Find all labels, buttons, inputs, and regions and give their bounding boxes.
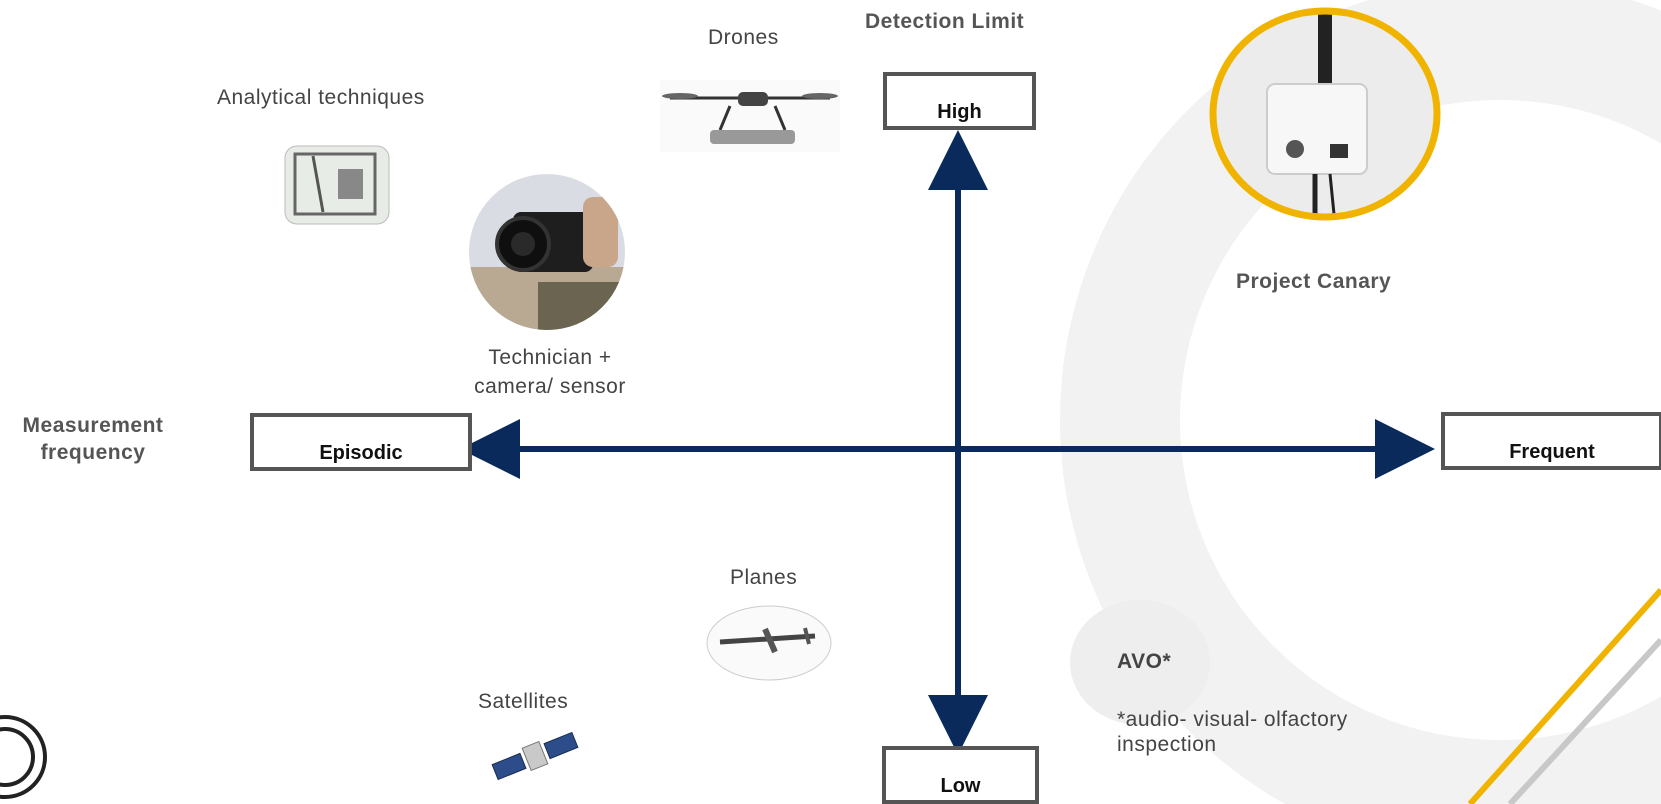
- planes-label: Planes: [730, 566, 798, 589]
- analytical-instrument-icon: [284, 145, 390, 225]
- technician-label-line1: Technician +: [488, 346, 612, 369]
- avo-footnote-line1: *audio- visual- olfactory: [1117, 708, 1348, 731]
- axis-box-low: Low: [882, 746, 1039, 804]
- drones-label: Drones: [708, 26, 779, 49]
- vertical-axis-title: Detection Limit: [865, 10, 1025, 33]
- satellites-label: Satellites: [478, 690, 569, 713]
- satellite-icon: [491, 731, 579, 781]
- project-canary-device-icon: [1209, 7, 1441, 221]
- avo-footnote: *audio- visual- olfactory inspection: [1117, 707, 1348, 757]
- technician-camera-icon: [469, 174, 625, 330]
- avo-footnote-line2: inspection: [1117, 733, 1217, 756]
- logo-icon: [0, 715, 47, 799]
- avo-bubble: [1070, 600, 1210, 725]
- technician-label-line2: camera/ sensor: [474, 375, 626, 398]
- avo-label: AVO*: [1117, 650, 1172, 673]
- axis-box-episodic: Episodic: [250, 413, 472, 471]
- analytical-techniques-label: Analytical techniques: [217, 86, 425, 109]
- project-canary-label: Project Canary: [1236, 270, 1392, 293]
- plane-icon: [706, 605, 832, 681]
- drone-icon: [660, 80, 840, 152]
- horizontal-axis-title-line2: frequency: [40, 441, 146, 464]
- axis-box-high: High: [883, 72, 1036, 130]
- horizontal-axis-title-line1: Measurement: [22, 414, 164, 437]
- technician-label: Technician + camera/ sensor: [445, 343, 655, 401]
- horizontal-axis-title: Measurement frequency: [8, 412, 178, 466]
- axis-box-frequent: Frequent: [1441, 412, 1661, 470]
